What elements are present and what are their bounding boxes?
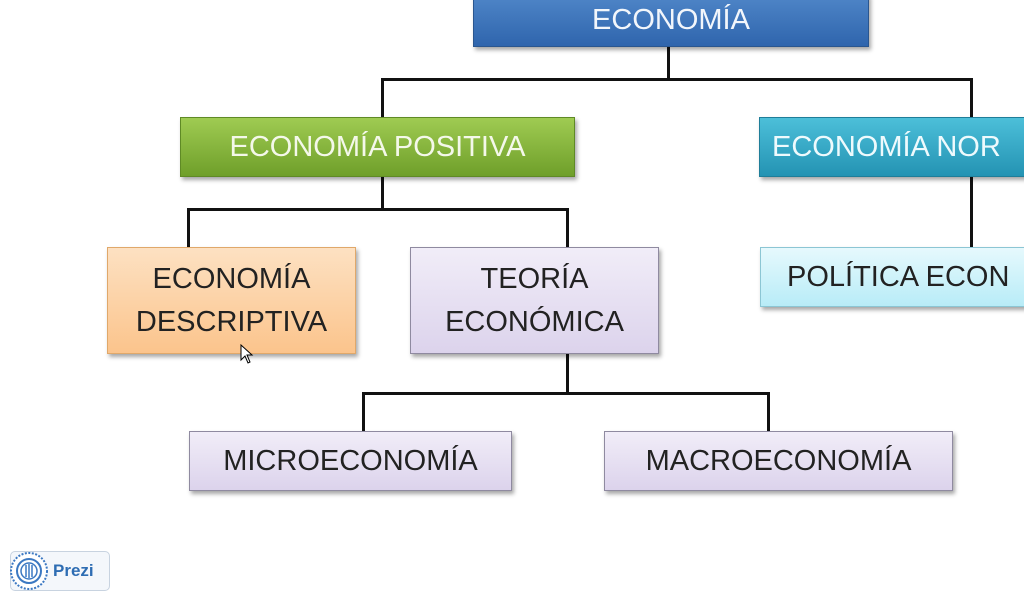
node-label: ECONOMÍA (152, 263, 311, 296)
connector (187, 208, 569, 211)
connector (362, 392, 365, 432)
node-economia: ECONOMÍA (473, 0, 869, 47)
node-economia-descriptiva: ECONOMÍA DESCRIPTIVA (107, 247, 356, 354)
connector (767, 392, 770, 432)
connector (381, 78, 973, 81)
node-label: MACROECONOMÍA (645, 444, 912, 477)
node-label: TEORÍA (480, 263, 589, 296)
connector (187, 208, 190, 248)
node-macroeconomia: MACROECONOMÍA (604, 431, 953, 491)
prezi-logo-button[interactable]: Prezi (10, 551, 110, 591)
node-economia-positiva: ECONOMÍA POSITIVA (180, 117, 575, 177)
node-label: DESCRIPTIVA (135, 305, 328, 338)
node-label: ECONÓMICA (445, 305, 624, 338)
connector (667, 46, 670, 81)
node-microeconomia: MICROECONOMÍA (189, 431, 512, 491)
connector (381, 176, 384, 210)
node-teoria-economica: TEORÍA ECONÓMICA (410, 247, 659, 354)
connector (566, 208, 569, 248)
node-label: POLÍTICA ECON (787, 260, 1010, 293)
node-label: ECONOMÍA POSITIVA (229, 130, 526, 163)
connector (381, 78, 384, 118)
connector (362, 392, 770, 395)
node-label: ECONOMÍA NOR (772, 130, 1001, 163)
prezi-logo-label: Prezi (53, 561, 94, 580)
node-economia-normativa: ECONOMÍA NOR (759, 117, 1024, 177)
connector (566, 352, 569, 394)
node-label: MICROECONOMÍA (223, 444, 478, 477)
mouse-cursor-icon (240, 344, 254, 364)
node-label: ECONOMÍA (592, 4, 750, 37)
node-politica-economica: POLÍTICA ECON (760, 247, 1024, 307)
prezi-logo-icon (10, 552, 48, 590)
